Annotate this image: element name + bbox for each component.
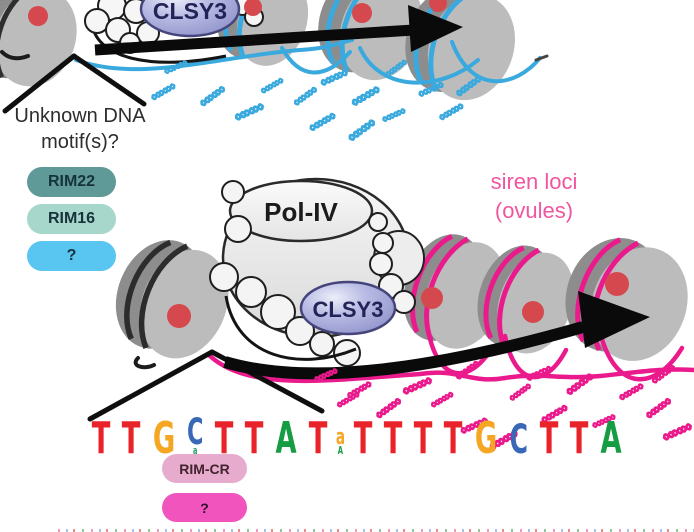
dna-strand xyxy=(133,356,156,370)
dna-helix-icon xyxy=(566,373,594,395)
dna-helix-icon xyxy=(320,69,348,86)
pol-iv-complex: Pol-IV xyxy=(209,177,425,367)
dna-helix-icon xyxy=(619,383,644,401)
dna-helix-icon xyxy=(526,365,552,381)
siren-loci-label: siren loci (ovules) xyxy=(460,168,608,225)
motif-letter: T xyxy=(443,412,462,464)
bottom-diagram: Pol-IV CLSY3 xyxy=(87,177,694,450)
pointer-lines xyxy=(2,53,147,114)
dna-helix-icon xyxy=(651,364,675,384)
small-rna-cluster-blue xyxy=(151,59,481,141)
dna-helix-icon xyxy=(151,83,176,101)
nucleosome xyxy=(115,239,229,359)
poliv-outline xyxy=(90,23,227,64)
transcription-arrow xyxy=(94,5,463,56)
dna-helix-icon xyxy=(351,86,380,106)
cut-off-caption-strip xyxy=(58,529,694,532)
clsy3-label-top: CLSY3 xyxy=(153,0,227,24)
clsy3-label-bottom: CLSY3 xyxy=(313,297,384,322)
dna-helix-icon xyxy=(200,86,225,107)
dna-helix-icon xyxy=(456,76,481,97)
unknown-dna-motif-label: Unknown DNA motif(s)? xyxy=(0,103,166,155)
motif-letter: T xyxy=(383,412,402,464)
poliv-outline xyxy=(224,295,357,361)
dna-helix-icon xyxy=(385,59,407,77)
dna-helix-icon xyxy=(382,108,406,123)
nucleosome xyxy=(0,0,77,87)
dna-helix-icon xyxy=(314,368,338,383)
motif-letter: T xyxy=(214,412,233,464)
siren-loci-line2: (ovules) xyxy=(494,197,574,223)
dna-strand xyxy=(0,50,30,61)
pill-: ? xyxy=(27,241,116,271)
red-dots xyxy=(167,272,629,328)
motif-letter: T xyxy=(244,412,263,464)
dna-helix-icon xyxy=(431,391,454,408)
pill-rim16: RIM16 xyxy=(27,204,116,234)
dna-helix-icon xyxy=(509,383,531,401)
dna-helix-icon xyxy=(646,398,671,419)
dna-helix-icon xyxy=(460,417,488,434)
pointer-lines xyxy=(87,349,325,422)
top-diagram: CLSY3 xyxy=(0,0,549,141)
dna-helix-icon xyxy=(293,86,317,106)
transcription-arrow xyxy=(223,291,650,380)
unknown-dna-motif-line2: motif(s)? xyxy=(41,131,119,153)
motif-letter: T xyxy=(413,412,432,464)
dna-helix-icon xyxy=(261,77,284,94)
dna-helix-icon xyxy=(418,81,444,97)
clsy3-badge: CLSY3 xyxy=(139,0,241,38)
unknown-dna-motif-line1: Unknown DNA xyxy=(14,105,146,127)
motif-letter: C xyxy=(509,415,528,464)
pill-rim22: RIM22 xyxy=(27,167,116,197)
motif-letter: T xyxy=(91,412,111,464)
dna-helix-icon xyxy=(592,414,616,429)
dna-helix-icon xyxy=(402,377,432,395)
dna-helix-icon xyxy=(234,103,264,121)
dna-helix-icon xyxy=(541,404,568,423)
small-rna-cluster-pink xyxy=(314,360,692,450)
dna-helix-icon xyxy=(348,119,376,141)
dna-helix-icon xyxy=(455,360,479,380)
red-dots xyxy=(28,0,447,26)
bottom-pill-list: RIM-CR? xyxy=(162,454,247,532)
dna-helix-icon xyxy=(662,423,692,441)
dna-helix-icon xyxy=(347,381,372,399)
dna-strand-blue xyxy=(74,38,542,85)
siren-loci-line1: siren loci xyxy=(490,169,578,194)
pol-iv-label: Pol-IV xyxy=(264,197,338,227)
dna-helix-icon xyxy=(376,398,401,419)
dna-helix-icon xyxy=(164,60,188,75)
motif-letter: G xyxy=(474,412,497,464)
dna-helix-icon xyxy=(489,430,518,450)
motif-letter: T xyxy=(353,412,372,464)
poliv-subunits xyxy=(209,180,416,367)
dna-helix-icon xyxy=(337,391,360,408)
pill-: ? xyxy=(162,493,247,522)
motif-letter: G xyxy=(152,412,176,464)
dna-helix-icon xyxy=(309,112,336,131)
clsy3-badge: CLSY3 xyxy=(299,280,397,336)
motif-letter: T xyxy=(121,412,141,464)
dna-strand-end xyxy=(534,54,549,62)
motif-letter: A xyxy=(275,412,297,464)
dna-helix-icon xyxy=(439,103,464,121)
nucleosome xyxy=(565,237,688,361)
motif-letter: T xyxy=(569,412,588,464)
motif-letter: T xyxy=(308,412,328,464)
motif-letter: T xyxy=(539,412,558,464)
motif-letter: A xyxy=(600,412,622,464)
pill-rimcr: RIM-CR xyxy=(162,454,247,483)
